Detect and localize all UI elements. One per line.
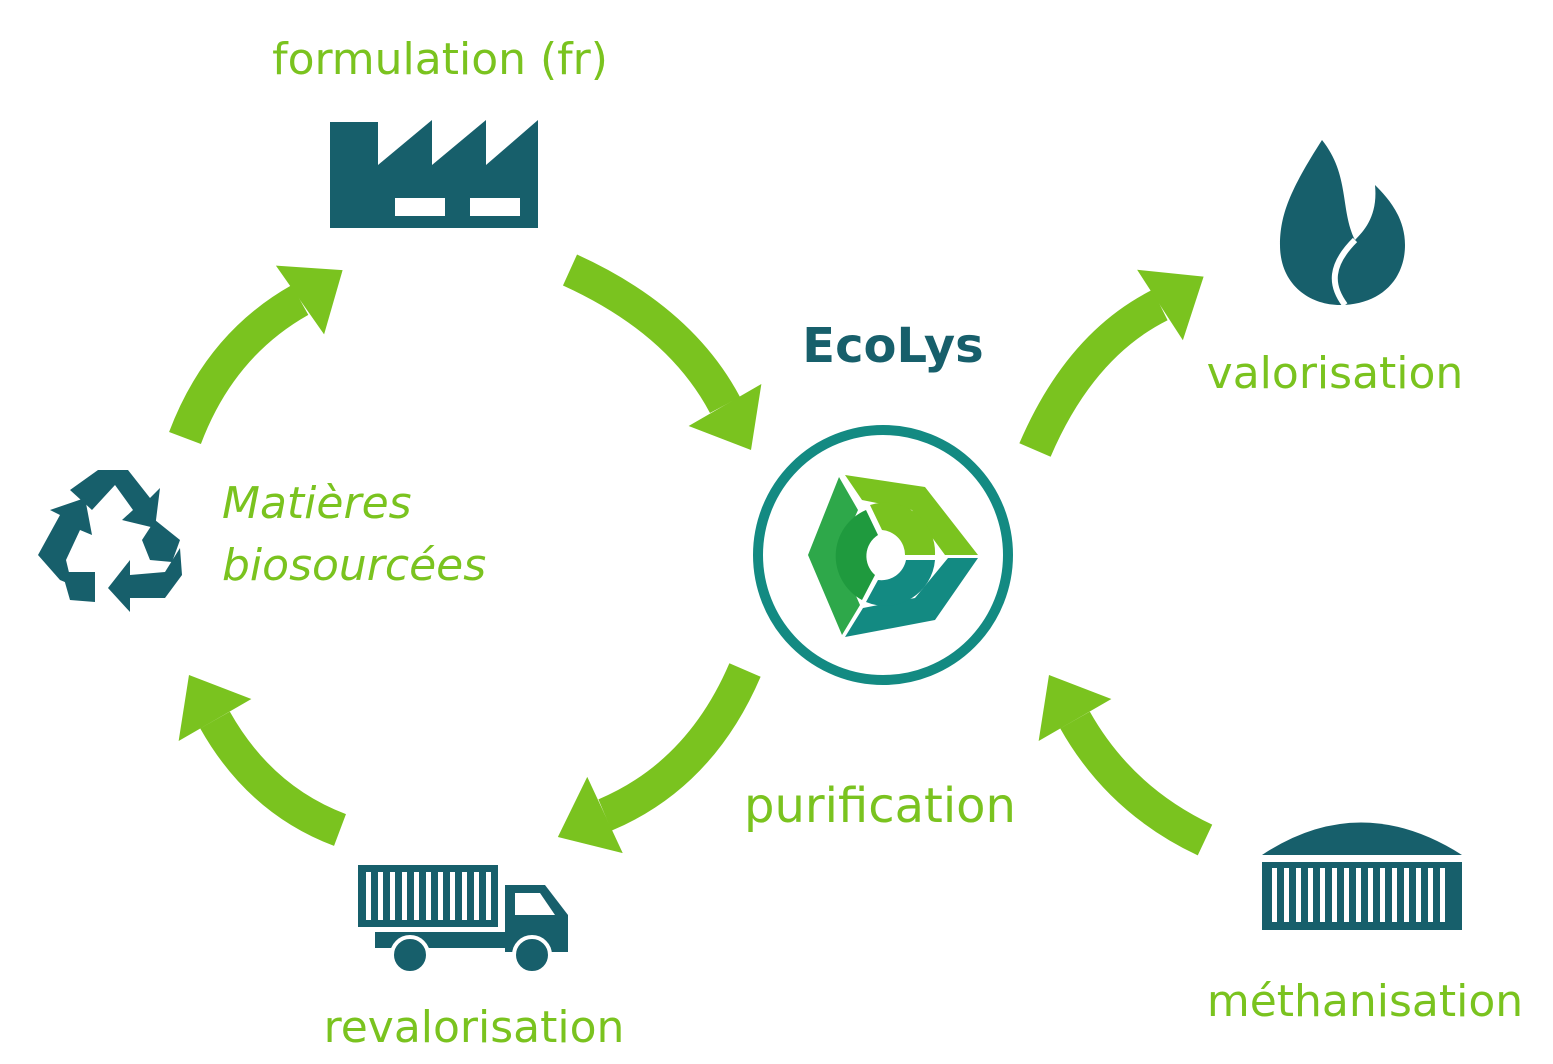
truck-icon xyxy=(358,865,568,975)
biogas-dome-icon xyxy=(1262,822,1462,930)
label-formulation: formulation (fr) xyxy=(272,34,608,85)
brand-title: EcoLys xyxy=(802,318,984,374)
label-revalorisation: revalorisation xyxy=(323,1002,625,1053)
arrow-ecolys-to-revalorisation xyxy=(540,663,761,876)
label-valorisation: valorisation xyxy=(1206,348,1464,399)
arrow-ecolys-to-valorisation xyxy=(1019,241,1227,457)
label-biosourced-line1: Matières xyxy=(222,478,412,529)
arrow-methanisation-to-ecolys xyxy=(1012,653,1213,856)
flame-icon xyxy=(1280,140,1405,307)
label-biosourced-line2: biosourcées xyxy=(222,540,487,591)
factory-icon xyxy=(330,120,538,228)
ecolys-logo-icon xyxy=(753,425,1013,685)
arrow-revalorisation-to-biosourced xyxy=(152,653,347,846)
label-methanisation: méthanisation xyxy=(1206,976,1524,1027)
label-purification: purification xyxy=(744,778,1016,834)
arrow-formulation-to-ecolys xyxy=(562,254,788,472)
recycle-icon xyxy=(38,470,182,612)
arrow-biosourced-to-formulation xyxy=(169,235,367,445)
